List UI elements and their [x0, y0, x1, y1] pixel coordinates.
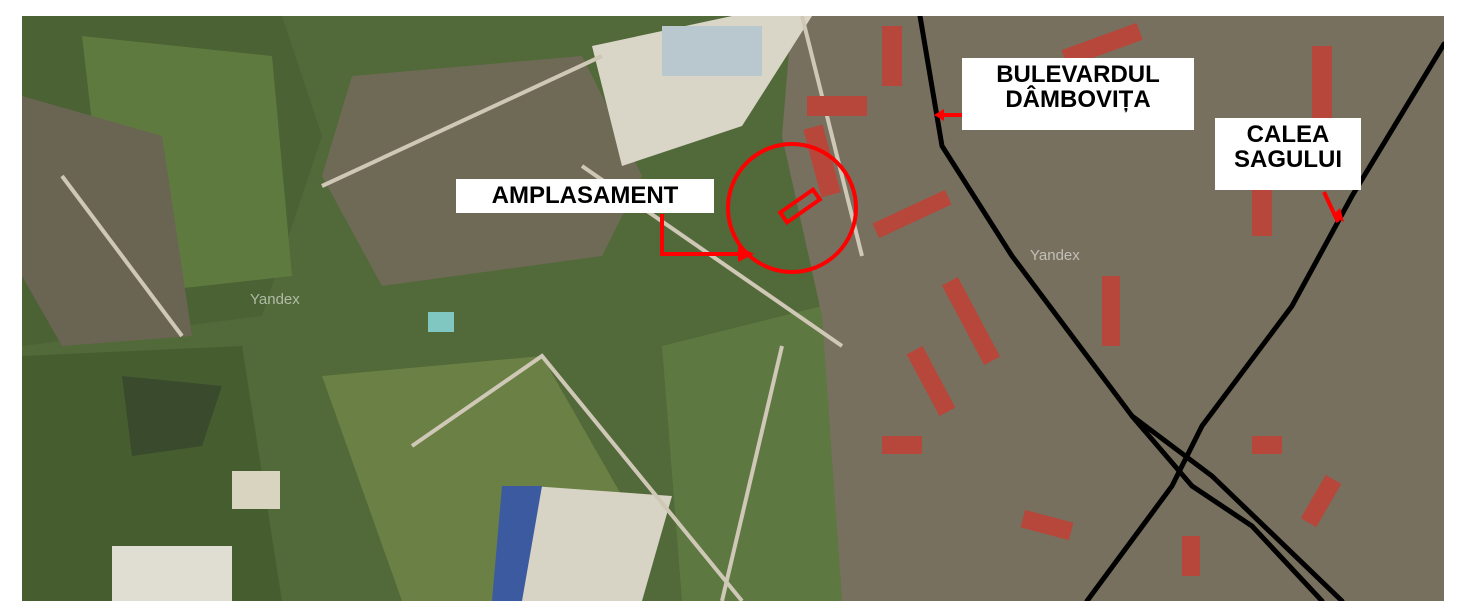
- site-label: AMPLASAMENT: [456, 179, 714, 213]
- road-branch-line: [1129, 413, 1325, 601]
- road-label-line2: SAGULUI: [1234, 146, 1342, 174]
- site-label-text: AMPLASAMENT: [491, 182, 679, 209]
- road-segment: [800, 16, 864, 257]
- red-arrow-icon: [934, 109, 944, 121]
- blue-roof-building: [492, 486, 542, 601]
- residential-north: [322, 56, 642, 286]
- road-segment: [410, 353, 744, 601]
- roof: [807, 96, 867, 116]
- boulevard-label-line2: DÂMBOVIȚA: [1005, 86, 1151, 114]
- pool: [428, 312, 454, 332]
- residential-west: [22, 96, 192, 346]
- satellite-map: [22, 16, 1444, 601]
- main-roads: [917, 16, 1444, 601]
- roof: [941, 277, 1001, 365]
- watermark-yandex: Yandex: [250, 291, 300, 308]
- helipad: [232, 471, 280, 509]
- calea-sagului-line: [1084, 41, 1444, 601]
- open-field-center: [662, 306, 842, 601]
- roof: [1020, 509, 1074, 541]
- roof: [882, 436, 922, 454]
- field-south-west: [22, 346, 282, 601]
- roof: [882, 26, 902, 86]
- red-circle-icon: [726, 142, 858, 274]
- boulevard-label-line1: BULEVARDUL: [996, 61, 1160, 88]
- road-segment: [60, 174, 184, 338]
- red-roof-buildings: [803, 22, 1342, 576]
- roof: [906, 345, 956, 417]
- road-label-line1: CALEA: [1246, 121, 1330, 148]
- roof: [872, 189, 952, 239]
- red-arrow-icon: [1332, 208, 1344, 222]
- map-imagery: [22, 16, 1444, 601]
- roof: [1312, 46, 1332, 126]
- bulevardul-dambovita-line: [917, 16, 1345, 601]
- roof: [803, 124, 841, 198]
- red-arrow-icon: [738, 246, 754, 262]
- roof: [1182, 536, 1200, 576]
- boulevard-label: BULEVARDUL DÂMBOVIȚA: [962, 58, 1194, 130]
- roof: [1252, 436, 1282, 454]
- road-label: CALEA SAGULUI: [1215, 118, 1361, 190]
- roof: [1252, 176, 1272, 236]
- red-rectangle-icon: [777, 186, 823, 226]
- road-segment: [720, 345, 784, 601]
- site-pointer-line: [660, 214, 742, 256]
- secondary-roads: [60, 16, 864, 601]
- watermark-yandex: Yandex: [1030, 247, 1080, 264]
- roof: [1102, 276, 1120, 346]
- white-building: [112, 546, 232, 601]
- roof: [1300, 474, 1342, 528]
- market-hall: [662, 26, 762, 76]
- roof: [1061, 22, 1143, 68]
- road-segment: [321, 54, 603, 188]
- dark-plot: [122, 376, 222, 456]
